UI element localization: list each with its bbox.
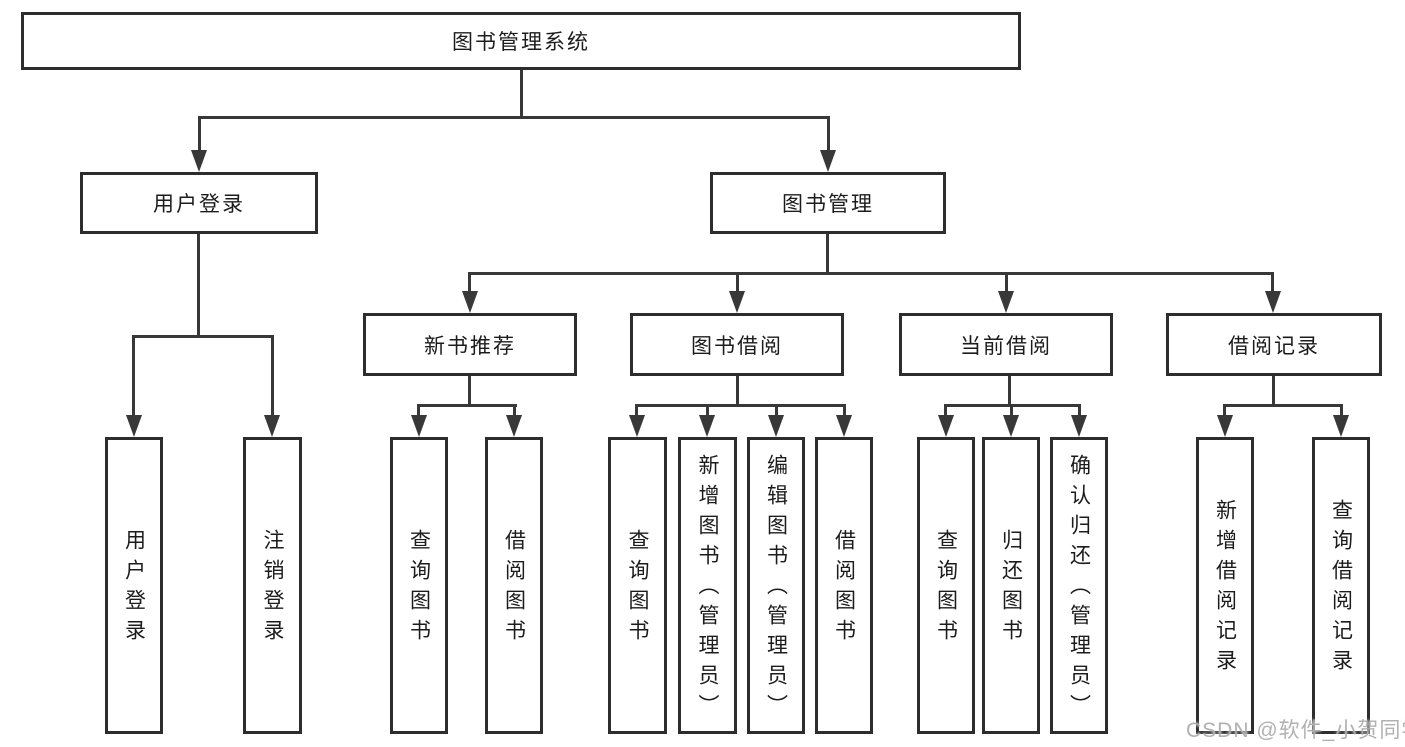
connector-arrow-book-borrow-head bbox=[729, 291, 745, 313]
connector-arrow-leaf-logout-line bbox=[271, 336, 274, 416]
node-new-book-rec: 新书推荐 bbox=[363, 313, 577, 376]
connector-arrow-new-book-rec-line bbox=[468, 273, 471, 293]
connector-arrow-return-book-head bbox=[1003, 415, 1019, 437]
connector-arrow-leaf-user-login-line bbox=[132, 336, 135, 416]
connector-root-stem bbox=[520, 70, 523, 118]
connector-user-login-branch bbox=[132, 335, 274, 338]
connector-arrow-borrow-book-rec-line bbox=[513, 405, 516, 417]
connector-arrow-add-borrow-record-head bbox=[1217, 415, 1233, 437]
connector-arrow-add-borrow-record-line bbox=[1223, 405, 1226, 417]
connector-arrow-borrow-record-line bbox=[1271, 273, 1274, 293]
connector-book-borrow-branch bbox=[635, 404, 846, 407]
connector-arrow-query-book-rec-head bbox=[411, 415, 427, 437]
connector-borrow-record-stem bbox=[1272, 376, 1275, 407]
connector-borrow-record-branch bbox=[1223, 404, 1343, 407]
connector-arrow-add-book-head bbox=[699, 415, 715, 437]
connector-arrow-edit-book-head bbox=[768, 415, 784, 437]
node-leaf-query-book-current: 查询图书 bbox=[917, 437, 975, 734]
node-leaf-user-login: 用户登录 bbox=[105, 437, 163, 734]
connector-level3-branch bbox=[468, 272, 1274, 275]
connector-arrow-borrow-book-line bbox=[843, 405, 846, 417]
node-leaf-add-book: 新增图书（管理员） bbox=[678, 437, 737, 734]
connector-arrow-confirm-return-line bbox=[1078, 405, 1081, 417]
connector-arrow-new-book-rec-head bbox=[462, 291, 478, 313]
connector-arrow-return-book-line bbox=[1010, 405, 1013, 417]
connector-arrow-borrow-book-rec-head bbox=[506, 415, 522, 437]
connector-arrow-confirm-return-head bbox=[1071, 415, 1087, 437]
connector-arrow-add-book-line bbox=[706, 405, 709, 417]
node-leaf-add-borrow-record: 新增借阅记录 bbox=[1196, 437, 1254, 734]
connector-arrow-borrow-record-head bbox=[1265, 291, 1281, 313]
connector-arrow-query-borrow-record-line bbox=[1340, 405, 1343, 417]
node-leaf-query-book-rec: 查询图书 bbox=[390, 437, 448, 734]
connector-user-login-stem bbox=[197, 234, 200, 338]
connector-arrow-query-borrow-record-head bbox=[1333, 415, 1349, 437]
connector-arrow-leaf-user-login-head bbox=[126, 415, 142, 437]
node-current-borrow: 当前借阅 bbox=[899, 313, 1113, 376]
connector-book-borrow-stem bbox=[736, 376, 739, 407]
node-leaf-query-borrow-record: 查询借阅记录 bbox=[1312, 437, 1370, 734]
connector-current-borrow-stem bbox=[1008, 376, 1011, 407]
connector-arrow-query-book-current-head bbox=[938, 415, 954, 437]
connector-arrow-user-login-head bbox=[191, 150, 207, 172]
csdn-watermark: CSDN @软件_小贺同学 bbox=[1186, 719, 1405, 742]
node-leaf-confirm-return: 确认归还（管理员） bbox=[1050, 437, 1108, 734]
connector-level1-branch bbox=[198, 116, 830, 119]
connector-arrow-borrow-book-head bbox=[836, 415, 852, 437]
connector-arrow-book-mgmt-head bbox=[820, 150, 836, 172]
node-leaf-borrow-book-rec: 借阅图书 bbox=[485, 437, 543, 734]
connector-arrow-user-login-line bbox=[198, 117, 201, 153]
connector-arrow-leaf-logout-head bbox=[264, 415, 280, 437]
connector-new-book-rec-branch bbox=[417, 404, 517, 407]
connector-arrow-book-borrow-line bbox=[736, 273, 739, 293]
connector-book-mgmt-stem bbox=[826, 234, 829, 275]
node-leaf-edit-book: 编辑图书（管理员） bbox=[747, 437, 805, 734]
node-leaf-logout: 注销登录 bbox=[243, 437, 302, 734]
connector-new-book-rec-stem bbox=[468, 376, 471, 407]
node-book-mgmt: 图书管理 bbox=[710, 172, 946, 234]
node-leaf-query-book-borrow: 查询图书 bbox=[608, 437, 667, 734]
node-book-borrow: 图书借阅 bbox=[630, 313, 844, 376]
connector-arrow-current-borrow-line bbox=[1005, 273, 1008, 293]
connector-arrow-query-book-borrow-line bbox=[635, 405, 638, 417]
connector-arrow-current-borrow-head bbox=[998, 291, 1014, 313]
node-user-login: 用户登录 bbox=[80, 172, 318, 234]
node-borrow-record: 借阅记录 bbox=[1166, 313, 1382, 376]
connector-arrow-book-mgmt-line bbox=[827, 117, 830, 153]
connector-arrow-query-book-rec-line bbox=[417, 405, 420, 417]
connector-arrow-query-book-borrow-head bbox=[629, 415, 645, 437]
connector-arrow-query-book-current-line bbox=[944, 405, 947, 417]
node-root-system: 图书管理系统 bbox=[21, 12, 1021, 70]
node-leaf-borrow-book: 借阅图书 bbox=[815, 437, 873, 734]
node-leaf-return-book: 归还图书 bbox=[982, 437, 1040, 734]
connector-arrow-edit-book-line bbox=[775, 405, 778, 417]
